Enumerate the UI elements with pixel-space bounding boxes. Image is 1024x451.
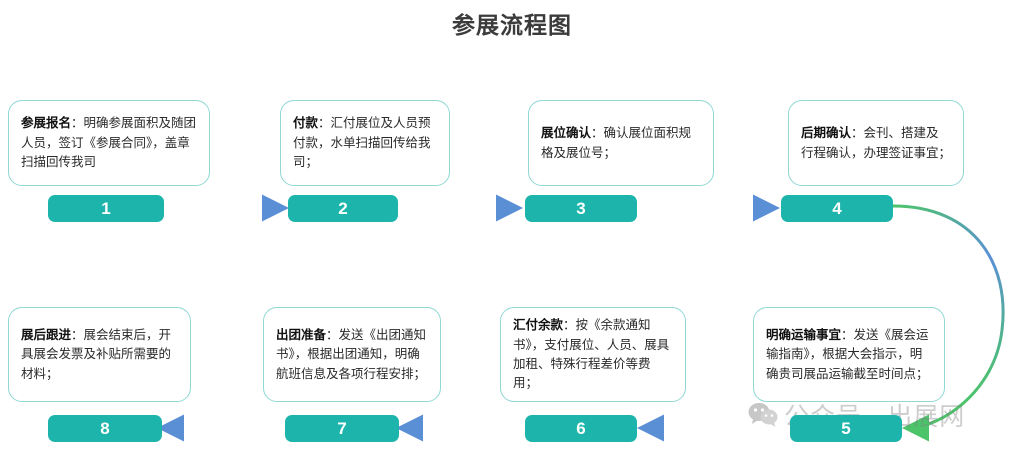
step-badge-3[interactable]: 3 [525, 195, 637, 222]
step-6-separator: ： [563, 318, 576, 333]
page-title: 参展流程图 [452, 12, 572, 38]
step-badge-2[interactable]: 2 [288, 195, 398, 222]
step-8-separator: ： [71, 327, 84, 342]
step-1-separator: ： [71, 116, 84, 131]
step-6-body: 按《余款通知书》，支付展位、人员、展具加租、特殊行程差价等费用； [513, 318, 670, 391]
step-badge-1-number: 1 [101, 198, 111, 218]
step-box-3[interactable]: 展位确认：确认展位面积规格及展位号； [528, 100, 714, 186]
step-badge-5[interactable]: 5 [790, 415, 902, 442]
step-2-separator: ： [318, 116, 331, 131]
step-1-heading: 参展报名 [21, 116, 72, 131]
step-badge-6[interactable]: 6 [525, 415, 637, 442]
step-badge-2-number: 2 [338, 198, 348, 218]
step-2-heading: 付款 [293, 116, 319, 131]
step-box-4[interactable]: 后期确认：会刊、搭建及行程确认，办理签证事宜； [788, 100, 964, 186]
step-7-heading: 出团准备 [276, 327, 327, 342]
step-badge-4-number: 4 [832, 198, 842, 218]
step-3-separator: ： [591, 126, 604, 141]
step-7-body: 发送《出团通知书》，根据出团通知，明确航班信息及各项行程安排； [276, 327, 427, 381]
step-box-5[interactable]: 明确运输事宜：发送《展会运输指南》，根据大会指示，明确贵司展品运输截至时间点； [753, 307, 945, 402]
step-7-separator: ： [326, 327, 339, 342]
step-box-1[interactable]: 参展报名：明确参展面积及随团人员，签订《参展合同》，盖章扫描回传我司 [8, 100, 210, 186]
step-1-body: 明确参展面积及随团人员，签订《参展合同》，盖章扫描回传我司 [21, 116, 197, 170]
step-badge-4[interactable]: 4 [781, 195, 893, 222]
step-box-7[interactable]: 出团准备：发送《出团通知书》，根据出团通知，明确航班信息及各项行程安排； [263, 307, 441, 402]
step-badge-8-number: 8 [100, 418, 110, 438]
step-4-heading: 后期确认 [801, 126, 852, 141]
step-badge-3-number: 3 [576, 198, 586, 218]
step-4-separator: ： [851, 126, 864, 141]
step-badge-7-number: 7 [337, 418, 347, 438]
step-3-heading: 展位确认 [541, 126, 592, 141]
step-6-heading: 汇付余款 [513, 318, 564, 333]
step-box-8[interactable]: 展后跟进：展会结束后，开具展会发票及补贴所需要的材料； [8, 307, 191, 402]
step-badge-5-number: 5 [841, 418, 851, 438]
step-5-heading: 明确运输事宜 [766, 327, 842, 342]
step-8-body: 展会结束后，开具展会发票及补贴所需要的材料； [21, 327, 172, 381]
step-badge-7[interactable]: 7 [285, 415, 399, 442]
step-badge-8[interactable]: 8 [48, 415, 162, 442]
step-4-body: 会刊、搭建及行程确认，办理签证事宜； [801, 126, 952, 160]
step-8-heading: 展后跟进 [21, 327, 72, 342]
step-badge-6-number: 6 [576, 418, 586, 438]
step-2-body: 汇付展位及人员预付款，水单扫描回传给我司； [293, 116, 431, 170]
step-box-6[interactable]: 汇付余款：按《余款通知书》，支付展位、人员、展具加租、特殊行程差价等费用； [500, 307, 686, 402]
step-box-2[interactable]: 付款：汇付展位及人员预付款，水单扫描回传给我司； [280, 100, 450, 186]
step-3-body: 确认展位面积规格及展位号； [541, 126, 692, 160]
step-5-separator: ： [841, 327, 854, 342]
wechat-icon [748, 402, 778, 428]
step-badge-1[interactable]: 1 [48, 195, 164, 222]
